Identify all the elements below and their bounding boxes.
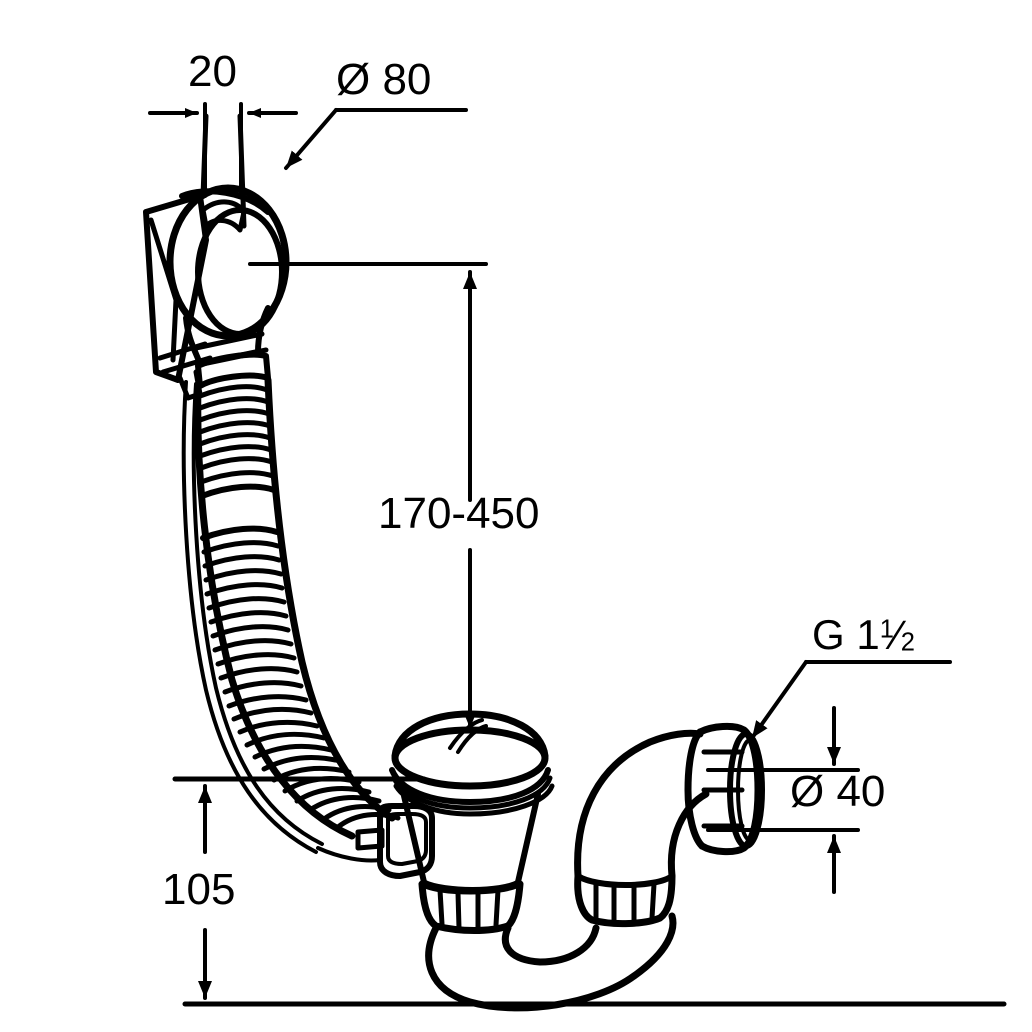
overflow-cap bbox=[166, 184, 290, 367]
outlet-nut bbox=[684, 722, 765, 856]
dimension-label-170-450: 170-450 bbox=[378, 489, 540, 538]
dimension-diameter-80 bbox=[284, 108, 468, 170]
dimension-label-thread-g1half: G 11⁄2 bbox=[812, 614, 915, 656]
dimension-label-diameter-80: Ø 80 bbox=[336, 55, 432, 104]
union-nut-waste bbox=[418, 880, 524, 934]
union-nut-trap bbox=[574, 872, 676, 928]
dimension-thread-g1half bbox=[750, 660, 952, 740]
waste-body bbox=[355, 710, 555, 892]
bowden-cable bbox=[181, 380, 382, 863]
dimension-label-20: 20 bbox=[188, 47, 237, 96]
dimension-label-105: 105 bbox=[162, 865, 236, 914]
flexible-hose bbox=[194, 351, 401, 840]
dimension-170-450 bbox=[248, 262, 488, 730]
dimension-20 bbox=[148, 102, 298, 198]
dimension-diameter-40 bbox=[706, 706, 860, 894]
fraction-numerator: 1 bbox=[879, 615, 894, 644]
dimension-105 bbox=[172, 776, 1007, 1007]
outlet-elbow bbox=[574, 729, 710, 880]
thread-fraction: 1⁄2 bbox=[879, 612, 915, 658]
thread-prefix: G 1 bbox=[812, 611, 880, 658]
fraction-denominator: 2 bbox=[900, 628, 915, 657]
dimension-label-diameter-40: Ø 40 bbox=[790, 767, 886, 816]
